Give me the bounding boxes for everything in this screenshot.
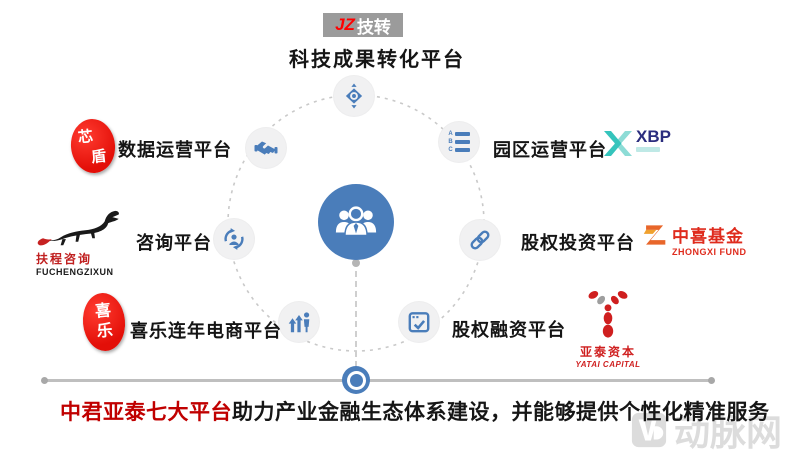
footer-caption-rest: 助力产业金融生态体系建设，并能够提供个性化精准服务 [232,400,770,424]
list-bar [454,148,470,152]
vcbeat-watermark-text: 动脉网 [674,412,783,453]
team-icon [335,206,377,237]
footer-caption: 中君亚泰七大平台助力产业金融生态体系建设，并能够提供个性化精准服务 [60,396,770,426]
xbp-sub-mark [636,147,660,152]
xindun-char2: 盾 [90,148,108,167]
connector-dot [352,259,360,267]
chain-link-icon [470,230,490,250]
platform-label-ecommerce: 喜乐连年电商平台 [130,321,282,341]
fucheng-logo: 扶程咨询 FUCHENGZIXUN [36,203,128,277]
node-consulting [214,219,254,259]
list-bar [454,132,470,136]
zhongxi-fund-logo: 中喜基金 ZHONGXI FUND [640,222,747,257]
xile-char2: 乐 [96,322,114,341]
xindun-char1: 芯 [77,128,94,147]
zhongxi-cn-text: 中喜基金 [672,227,744,246]
vertical-dashed-line [355,271,357,367]
handshake-icon [254,141,278,155]
platform-label-tech-transfer: 科技成果转化平台 [289,49,465,71]
line-right-dot [708,377,715,384]
platform-label-equity-financing: 股权融资平台 [452,320,566,340]
xindun-badge: 芯 盾 [68,116,118,176]
platform-label-park-ops: 园区运营平台 [493,140,607,160]
zhongxi-en-text: ZHONGXI FUND [672,247,747,257]
jizhuan-logo-text: 技转 [356,17,391,37]
list-letter-c: C [448,147,453,153]
jz-jizhuan-logo: JZ 技转 [323,13,403,37]
xbp-x-icon [604,131,632,156]
vcbeat-logo-icon [631,412,667,448]
horse-icon [37,210,119,246]
vcbeat-watermark: 动脉网 [630,404,782,453]
checkbox-icon [408,312,430,333]
jz-logo-text: JZ [335,15,355,34]
node-park-ops: A B C [439,122,479,162]
node-equity-financing [399,302,439,342]
xile-char1: 喜 [94,302,112,321]
list-bar [454,140,470,144]
node-ecommerce [279,302,319,342]
line-left-dot [41,377,48,384]
xile-badge: 喜 乐 [80,291,128,353]
fucheng-cn-text: 扶程咨询 [36,252,93,266]
platform-label-data-ops: 数据运营平台 [118,140,232,160]
timeline-line [45,379,711,382]
footer-caption-highlight: 中君亚泰七大平台 [60,400,232,424]
compass-move-icon [345,83,363,109]
yatai-cn-text: 亚泰资本 [579,345,636,359]
platform-label-consulting: 咨询平台 [136,233,212,253]
yatai-y-icon [588,291,628,338]
list-letter-b: B [448,139,453,145]
list-abc-icon: A B C [448,131,470,153]
node-equity-investment [460,220,500,260]
growth-people-icon [288,312,310,333]
list-letter-a: A [448,131,453,137]
timeline-node-ring [342,366,370,394]
xbp-logo-text: XBP [636,127,671,146]
person-sync-icon [224,228,244,250]
yatai-capital-logo: 亚泰资本 YATAI CAPITAL [563,288,653,369]
node-data-ops [246,128,286,168]
node-tech-transfer [334,76,374,116]
center-hub [318,184,394,260]
yatai-en-text: YATAI CAPITAL [575,360,641,369]
zhongxi-z-icon [643,225,666,245]
platform-label-equity-investment: 股权投资平台 [521,233,635,253]
xbp-logo: XBP [603,128,671,160]
fucheng-en-text: FUCHENGZIXUN [36,267,114,277]
